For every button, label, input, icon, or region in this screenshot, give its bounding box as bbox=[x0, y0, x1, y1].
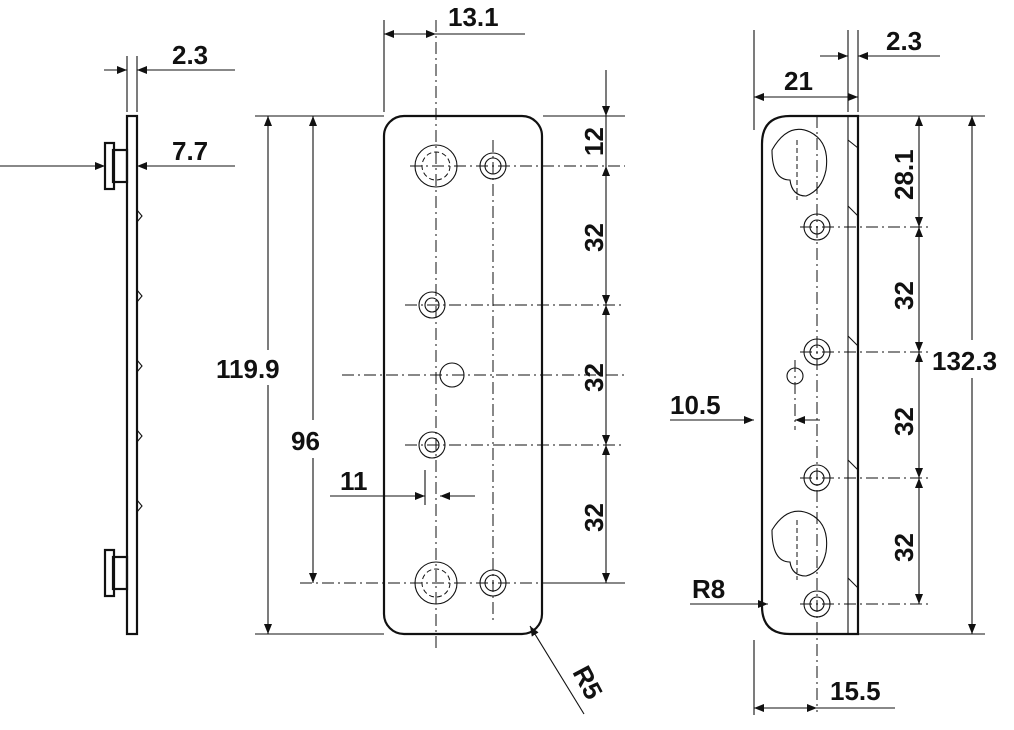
dim-right-side-offset: 10.5 bbox=[670, 390, 721, 420]
dim-right-first: 28.1 bbox=[889, 149, 919, 200]
dim-right-spacing-a: 32 bbox=[889, 281, 919, 310]
side-plate bbox=[125, 114, 139, 636]
hole-2 bbox=[418, 431, 446, 459]
keyhole-top bbox=[771, 128, 828, 197]
hole-center bbox=[439, 362, 465, 388]
edge-hole-small bbox=[786, 367, 804, 385]
dim-right-thickness: 2.3 bbox=[886, 26, 922, 56]
dim-corner-radius: R5 bbox=[567, 661, 609, 704]
dim-right-spacing-b: 32 bbox=[889, 407, 919, 436]
dim-right-overall: 132.3 bbox=[932, 346, 997, 376]
edge-view: 2.3 21 28.1 32 32 32 132.3 10.5 R8 15.5 bbox=[670, 26, 997, 715]
hole-large-bottom bbox=[414, 561, 458, 605]
dim-side-thickness: 2.3 bbox=[172, 40, 208, 70]
dim-spacing-b: 32 bbox=[579, 363, 609, 392]
dim-hole-offset: 11 bbox=[340, 466, 368, 496]
dim-overall-height: 119.9 bbox=[216, 354, 280, 384]
keyhole-bottom bbox=[771, 510, 828, 577]
hole-small-top bbox=[479, 152, 507, 180]
dim-edge-first-hole: 12 bbox=[579, 127, 609, 156]
dim-hole-span: 96 bbox=[291, 426, 320, 456]
side-view: 2.3 7.7 bbox=[0, 40, 235, 636]
dim-right-radius: R8 bbox=[692, 574, 725, 604]
dim-spacing-c: 32 bbox=[579, 503, 609, 532]
hole-small-bottom bbox=[479, 569, 507, 597]
dim-spacing-a: 32 bbox=[579, 223, 609, 252]
dim-right-spacing-c: 32 bbox=[889, 533, 919, 562]
dim-right-depth: 21 bbox=[784, 66, 813, 96]
front-view: 13.1 12 32 32 32 119.9 96 11 R5 bbox=[216, 2, 625, 715]
dim-side-pin-offset: 7.7 bbox=[172, 136, 208, 166]
dim-right-bottom: 15.5 bbox=[830, 676, 881, 706]
dim-top-offset: 13.1 bbox=[448, 2, 499, 32]
hole-large-top bbox=[414, 144, 458, 188]
hole-1 bbox=[418, 291, 446, 319]
